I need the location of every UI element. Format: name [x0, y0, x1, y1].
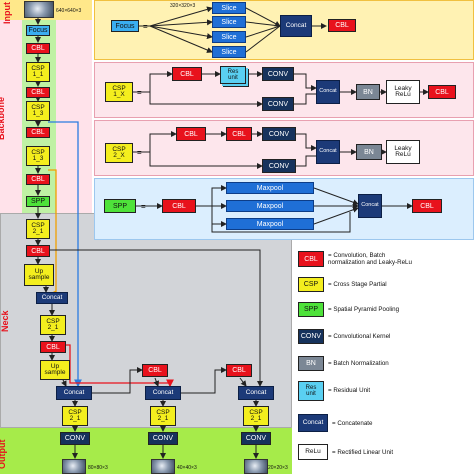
- csp2-panel-equals: =: [137, 148, 142, 157]
- csp1-panel-concat: Concat: [316, 80, 340, 104]
- output-size-right: 20×20×3: [268, 465, 288, 471]
- legend-key-spp: SPP: [298, 302, 324, 317]
- legend-text-relu: = Rectified Linear Unit: [332, 449, 394, 456]
- csp1-panel-cbl: CBL: [172, 67, 202, 81]
- legend-key-conv: CONV: [298, 329, 324, 344]
- input-image: [24, 1, 54, 18]
- backbone-cbl-2: CBL: [26, 87, 50, 98]
- neck-upsample-1: Up sample: [24, 264, 54, 286]
- output-image-mid: [151, 459, 175, 474]
- focus-slice-2: Slice: [212, 16, 246, 28]
- legend-key-concat: Concat: [298, 414, 328, 432]
- neck-cbl-a: CBL: [26, 245, 50, 257]
- spp-panel-label: SPP: [104, 199, 136, 213]
- neck-csp-2-1-mid: CSP 2_1: [150, 406, 176, 426]
- legend-key-bn: BN: [298, 356, 324, 371]
- csp2-panel-leaky-relu: Leaky ReLu: [386, 140, 420, 164]
- focus-slice-3: Slice: [212, 31, 246, 43]
- backbone-csp-1-3-a: CSP 1_3: [26, 101, 50, 121]
- output-image-left: [62, 459, 86, 474]
- focus-slice-4: Slice: [212, 46, 246, 58]
- csp1-panel-res-unit: Res unit: [220, 66, 246, 84]
- csp1-panel-label: CSP 1_X: [105, 82, 133, 102]
- neck-csp-2-1-a: CSP 2_1: [26, 219, 50, 239]
- neck-csp-2-1-right: CSP 2_1: [243, 406, 269, 426]
- spp-panel-cbl-out: CBL: [412, 199, 442, 213]
- csp1-panel-conv-top: CONV: [262, 67, 294, 81]
- legend-text-bn: = Batch Normalization: [328, 360, 389, 367]
- spp-panel-equals: =: [141, 202, 146, 211]
- legend-key-csp: CSP: [298, 277, 324, 292]
- csp1-panel-bn: BN: [356, 84, 380, 100]
- neck-concat-left: Concat: [56, 386, 92, 400]
- legend-text-res-unit: = Residual Unit: [328, 387, 371, 394]
- output-image-right: [244, 459, 268, 474]
- csp2-panel-concat: Concat: [316, 140, 340, 164]
- csp2-panel-conv-bottom: CONV: [262, 159, 296, 173]
- output-conv-mid: CONV: [148, 432, 178, 445]
- legend-text-csp: = Cross Stage Partial: [328, 281, 387, 288]
- csp1-panel-leaky-relu: Leaky ReLu: [386, 80, 420, 104]
- spp-panel-concat: Concat: [358, 194, 382, 218]
- csp2-panel-label: CSP 2_X: [105, 143, 133, 163]
- spp-panel-maxpool-1: Maxpool: [226, 182, 314, 194]
- focus-slice-1: Slice: [212, 2, 246, 14]
- neck-csp-2-1-b: CSP 2_1: [40, 315, 66, 335]
- spp-panel-maxpool-3: Maxpool: [226, 218, 314, 230]
- neck-concat-1: Concat: [36, 292, 68, 304]
- neck-cbl-mid: CBL: [142, 364, 168, 377]
- legend-text-cbl: = Convolution, Batch normalization and L…: [328, 252, 412, 267]
- neck-csp-2-1-left: CSP 2_1: [62, 406, 88, 426]
- legend-text-conv: = Convolutional Kernel: [328, 333, 391, 340]
- csp2-panel-bn: BN: [356, 144, 382, 160]
- legend-key-res-unit: Res unit: [298, 381, 324, 401]
- legend-key-cbl: CBL: [298, 251, 324, 267]
- backbone-csp-1-3-b: CSP 1_3: [26, 146, 50, 166]
- focus-panel-focus: Focus: [111, 20, 139, 32]
- neck-concat-mid: Concat: [145, 386, 181, 400]
- focus-panel-size: 320×320×3: [170, 3, 196, 9]
- focus-panel-equals: =: [143, 22, 148, 31]
- legend-text-spp: = Spatial Pyramid Pooling: [328, 306, 400, 313]
- neck-cbl-right: CBL: [226, 364, 252, 377]
- focus-panel-cbl: CBL: [328, 19, 356, 32]
- backbone-cbl-1: CBL: [26, 43, 50, 54]
- output-conv-left: CONV: [60, 432, 90, 445]
- neck-concat-right: Concat: [238, 386, 274, 400]
- backbone-cbl-4: CBL: [26, 174, 50, 185]
- backbone-spp: SPP: [26, 196, 50, 207]
- backbone-focus: Focus: [26, 25, 50, 36]
- legend-text-concat: = Concatenate: [332, 420, 373, 427]
- output-size-mid: 40×40×3: [177, 465, 197, 471]
- neck-cbl-b: CBL: [40, 341, 66, 353]
- csp2-panel-conv-top: CONV: [262, 127, 296, 141]
- csp2-panel-cbl-2: CBL: [226, 127, 252, 141]
- csp1-panel-conv-bottom: CONV: [262, 97, 294, 111]
- spp-panel-maxpool-2: Maxpool: [226, 200, 314, 212]
- output-size-left: 80×80×3: [88, 465, 108, 471]
- spp-panel-cbl: CBL: [162, 199, 196, 213]
- neck-upsample-2: Up sample: [40, 360, 70, 380]
- input-size-label: 640×640×3: [56, 8, 82, 14]
- csp1-panel-cbl-out: CBL: [428, 85, 456, 99]
- focus-panel-concat: Concat: [280, 15, 312, 37]
- backbone-cbl-3: CBL: [26, 127, 50, 138]
- csp2-panel-cbl-1: CBL: [176, 127, 206, 141]
- backbone-csp-1-1: CSP 1_1: [26, 62, 50, 82]
- legend-key-relu: ReLu: [298, 444, 328, 460]
- output-conv-right: CONV: [241, 432, 271, 445]
- csp1-panel-equals: =: [137, 88, 142, 97]
